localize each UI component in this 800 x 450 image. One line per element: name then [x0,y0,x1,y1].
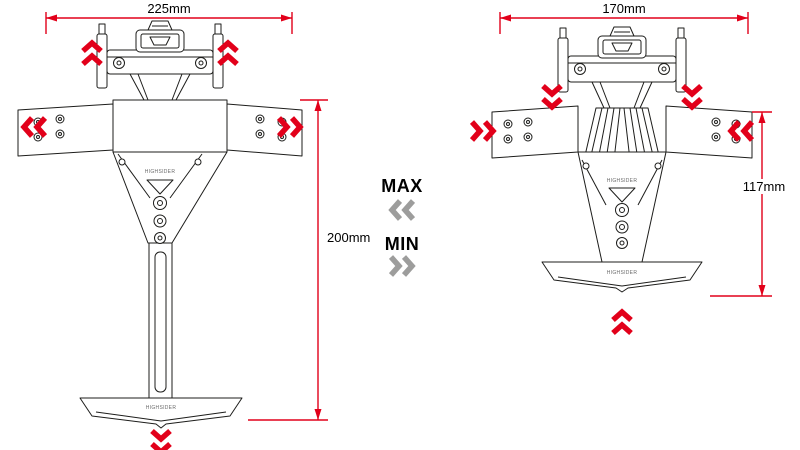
max-legend-left-arrow-icon [392,201,413,219]
max-height-label: 200mm [327,230,371,245]
min-width-dimension [499,12,749,34]
max-legend-label: MAX [381,176,423,196]
min-bottom-plate: HIGHSIDER [541,261,703,293]
min-height-dimension [710,111,772,297]
min-legend-right-arrow-icon [391,257,412,275]
min-width-label: 170mm [602,1,646,16]
max-stem [148,242,173,402]
min-legend-label: MIN [384,234,420,254]
max-width-label: 225mm [147,1,191,16]
min-retract-up-arrow-icon [613,312,631,333]
min-fan-section [583,107,661,161]
min-lower-down-arrow-icon [543,86,561,107]
min-lower-down-arrow-icon [683,86,701,107]
max-width-dimension [45,12,293,34]
max-height-dimension [248,99,328,421]
min-height-label: 117mm [736,179,792,194]
max-body-logo: HIGHSIDER [145,169,176,175]
min-retract-right-arrow-icon [472,122,493,140]
max-figure: HIGHSIDER HIGHSIDER [17,12,328,450]
max-mount-assembly [96,20,224,101]
max-bottom-plate: HIGHSIDER [79,397,243,429]
min-body: HIGHSIDER [577,151,667,263]
min-figure: HIGHSIDER HIGHSIDER [472,12,772,333]
min-bottom-plate-logo: HIGHSIDER [607,270,638,276]
max-extend-down-arrow-icon [152,431,170,450]
max-wing-plate [17,99,303,157]
max-body: HIGHSIDER [112,151,228,244]
min-body-logo: HIGHSIDER [607,178,638,184]
min-mount-assembly [557,26,687,109]
max-bottom-plate-logo: HIGHSIDER [146,405,177,411]
